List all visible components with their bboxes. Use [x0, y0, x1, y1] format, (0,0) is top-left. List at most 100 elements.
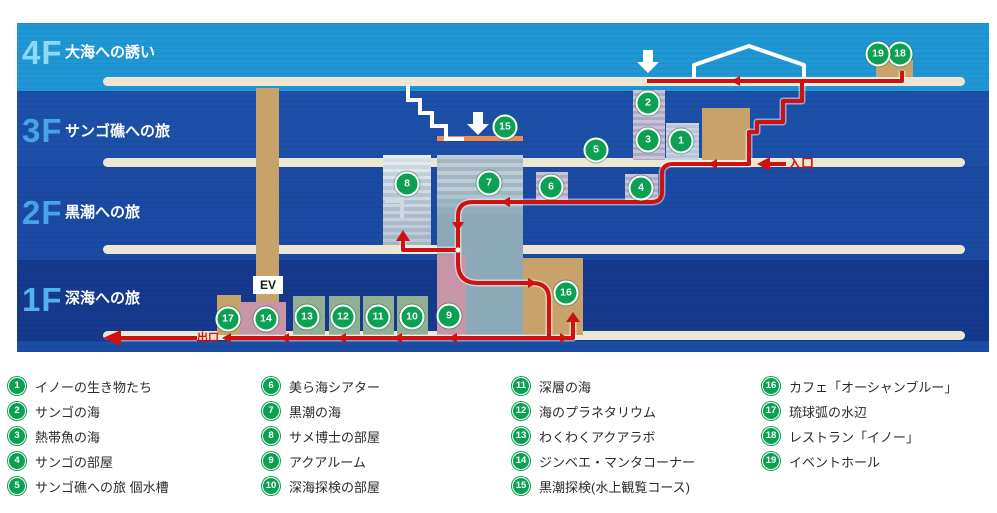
map-marker-4: 4 — [628, 175, 654, 201]
map-marker-16: 16 — [553, 280, 579, 306]
floor-name-1f: 深海への旅 — [65, 290, 141, 307]
legend-number-badge: 9 — [262, 452, 280, 470]
map-marker-6: 6 — [538, 174, 564, 200]
legend-item: 8 サメ博士の部屋 — [262, 427, 381, 445]
floor-band-base — [17, 341, 989, 352]
legend-number-badge: 12 — [512, 402, 530, 420]
legend-number-badge: 18 — [762, 427, 780, 445]
floor-line-4f — [103, 77, 965, 86]
elevator-label: EV — [253, 276, 283, 294]
legend-number-badge: 13 — [512, 427, 530, 445]
floor-code-1f: 1F — [22, 281, 63, 318]
legend-item: 11 深層の海 — [512, 377, 695, 395]
map-marker-8: 8 — [394, 171, 420, 197]
legend-item: 7 黒潮の海 — [262, 402, 380, 420]
route-branch-16 — [549, 321, 575, 340]
legend-item: 4 サンゴの部屋 — [8, 452, 169, 470]
floor-name-3f: サンゴ礁への旅 — [65, 123, 171, 140]
route-tick-left — [393, 333, 402, 343]
legend-label: ジンベエ・マンタコーナー — [539, 454, 696, 470]
route-tick-left — [222, 333, 231, 343]
legend-number-badge: 19 — [762, 452, 780, 470]
legend-label: イベントホール — [789, 454, 881, 470]
floor-line-2f — [103, 245, 965, 254]
legend-number-badge: 15 — [512, 477, 530, 495]
legend-item: 17 琉球弧の水辺 — [762, 402, 957, 420]
legend-item: 16 カフェ「オーシャンブルー」 — [762, 377, 958, 395]
down-arrow-icon — [637, 50, 659, 73]
map-marker-18: 18 — [887, 41, 913, 67]
legend-number-badge: 17 — [762, 402, 780, 420]
legend-number-badge: 7 — [262, 402, 280, 420]
elevator-shaft-block — [256, 88, 279, 302]
entrance-arrowhead — [757, 157, 770, 171]
tank-block-lower — [466, 250, 523, 335]
legend-item: 12 海のプラネタリウム — [512, 402, 695, 420]
legend-label: カフェ「オーシャンブルー」 — [789, 379, 958, 395]
legend-label: 海のプラネタリウム — [539, 404, 657, 420]
legend-column-2: 6 美ら海シアター 7 黒潮の海 8 サメ博士の部屋 9 アクアルーム 10 深… — [262, 377, 381, 503]
legend-label: 熱帯魚の海 — [35, 429, 101, 445]
floor-line-3f — [103, 158, 965, 167]
floor-name-2f: 黒潮への旅 — [65, 204, 141, 221]
route-junction-dot — [455, 247, 461, 253]
legend-item: 1 イノーの生き物たち — [8, 377, 169, 395]
map-marker-3: 3 — [635, 127, 661, 153]
map-marker-5: 5 — [583, 137, 609, 163]
route-tick-left — [448, 333, 457, 343]
legend-number-badge: 4 — [8, 452, 26, 470]
legend-label: イノーの生き物たち — [35, 379, 153, 395]
legend-item: 9 アクアルーム — [262, 452, 380, 470]
legend-number-badge: 10 — [262, 477, 280, 495]
route-tick-left — [501, 197, 510, 207]
map-marker-13: 13 — [294, 304, 320, 330]
legend-item: 14 ジンベエ・マンタコーナー — [512, 452, 696, 470]
map-marker-1: 1 — [668, 128, 694, 154]
legend-label: レストラン「イノー」 — [789, 429, 920, 445]
legend-label: 美ら海シアター — [289, 379, 381, 395]
route-tick-right — [560, 333, 568, 343]
tank8-pipe-icon — [400, 199, 404, 218]
route-4f — [647, 71, 904, 83]
legend-column-4: 16 カフェ「オーシャンブルー」 17 琉球弧の水辺 18 レストラン「イノー」… — [762, 377, 958, 478]
legend-column-3: 11 深層の海 12 海のプラネタリウム 13 わくわくアクアラボ 14 ジンベ… — [512, 377, 696, 503]
route-branch-8 — [401, 240, 458, 252]
route-tick-down — [452, 222, 464, 231]
floor-code-2f: 2F — [22, 194, 63, 231]
legend-item: 5 サンゴ礁への旅 個水槽 — [8, 477, 169, 495]
legend-item: 19 イベントホール — [762, 452, 957, 470]
exit-arrowhead — [103, 330, 121, 346]
map-marker-12: 12 — [330, 304, 356, 330]
floor-code-3f: 3F — [22, 112, 63, 149]
legend-label: 深層の海 — [539, 379, 592, 395]
route-tick-left — [731, 76, 740, 86]
floor-code-4f: 4F — [22, 34, 63, 71]
legend-column-1: 1 イノーの生き物たち 2 サンゴの海 3 熱帯魚の海 4 サンゴの部屋 5 サ… — [8, 377, 169, 503]
legend-item: 13 わくわくアクアラボ — [512, 427, 695, 445]
legend-number-badge: 5 — [8, 477, 26, 495]
legend-number-badge: 1 — [8, 377, 26, 395]
legend-label: 黒潮探検(水上観覧コース) — [539, 479, 691, 495]
legend-item: 2 サンゴの海 — [8, 402, 169, 420]
legend-number-badge: 3 — [8, 427, 26, 445]
legend-number-badge: 6 — [262, 377, 280, 395]
legend-label: サンゴ礁への旅 個水槽 — [35, 479, 169, 495]
map-marker-19: 19 — [865, 41, 891, 67]
legend-item: 15 黒潮探検(水上観覧コース) — [512, 477, 695, 495]
legend-label: 深海探検の部屋 — [289, 479, 381, 495]
legend-item: 10 深海探検の部屋 — [262, 477, 381, 495]
down-arrow-icon — [467, 112, 489, 135]
legend-number-badge: 11 — [512, 377, 530, 395]
roof-icon — [692, 44, 806, 79]
tan-block-3f — [702, 108, 750, 160]
map-marker-9: 9 — [436, 303, 462, 329]
map-marker-7: 7 — [476, 170, 502, 196]
legend-label: サメ博士の部屋 — [289, 429, 381, 445]
legend-label: アクアルーム — [289, 454, 366, 470]
tank8-pipe-icon — [385, 199, 404, 203]
floor-band-3f — [17, 91, 989, 167]
observation-deck-bar — [437, 136, 523, 141]
stairs-icon — [406, 84, 464, 141]
